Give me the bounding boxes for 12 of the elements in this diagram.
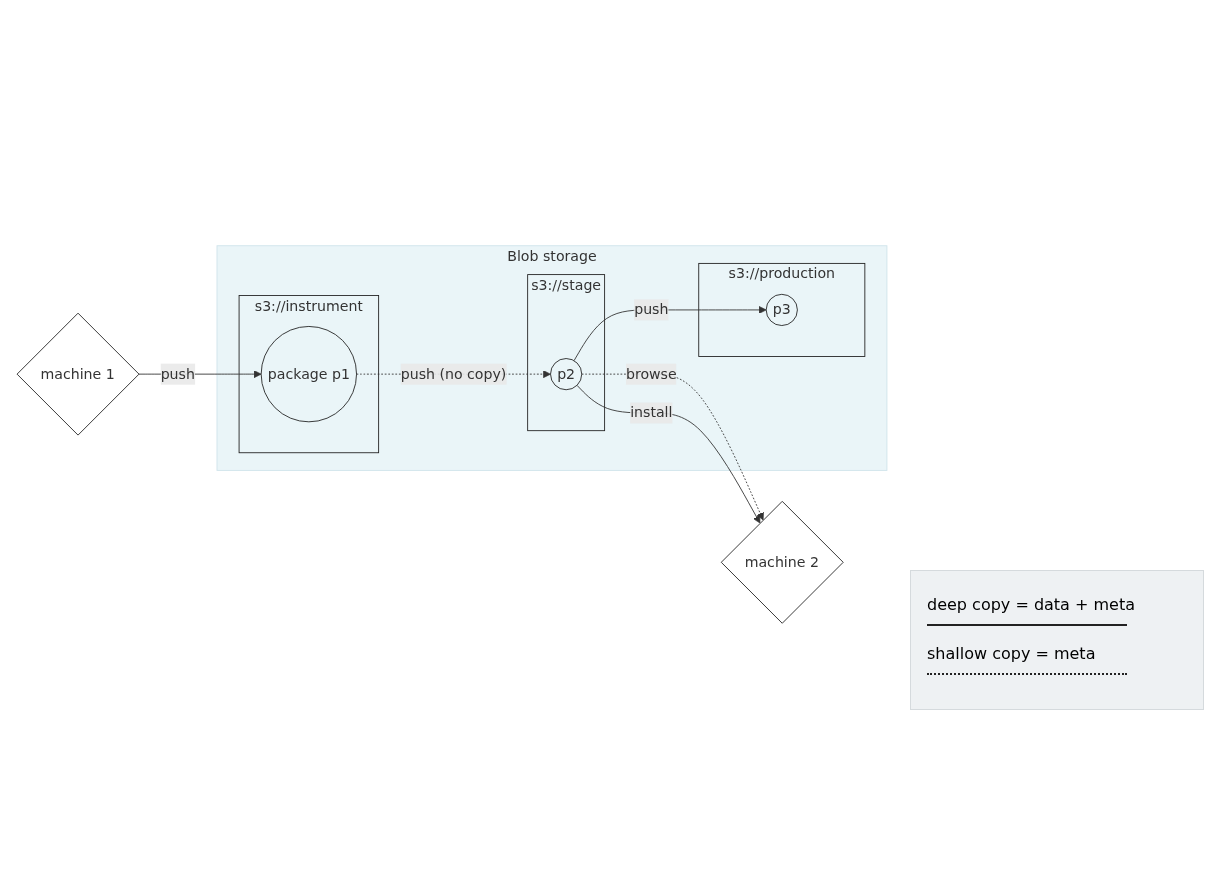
edge-label: browse: [625, 365, 677, 383]
edge-label: install: [630, 404, 673, 421]
legend-text: shallow copy = meta: [927, 644, 1096, 663]
node-diamond: machine 1: [16, 312, 140, 436]
legend-text: deep copy = data + meta: [927, 595, 1135, 614]
node-diamond: machine 2: [720, 500, 844, 624]
node-circle: p2: [550, 358, 583, 391]
edge-label: push: [160, 365, 195, 383]
edge-label: push (no copy): [400, 365, 507, 383]
node-circle: p3: [765, 293, 798, 326]
node-circle: package p1: [260, 326, 357, 423]
edge-label: push: [634, 301, 669, 318]
